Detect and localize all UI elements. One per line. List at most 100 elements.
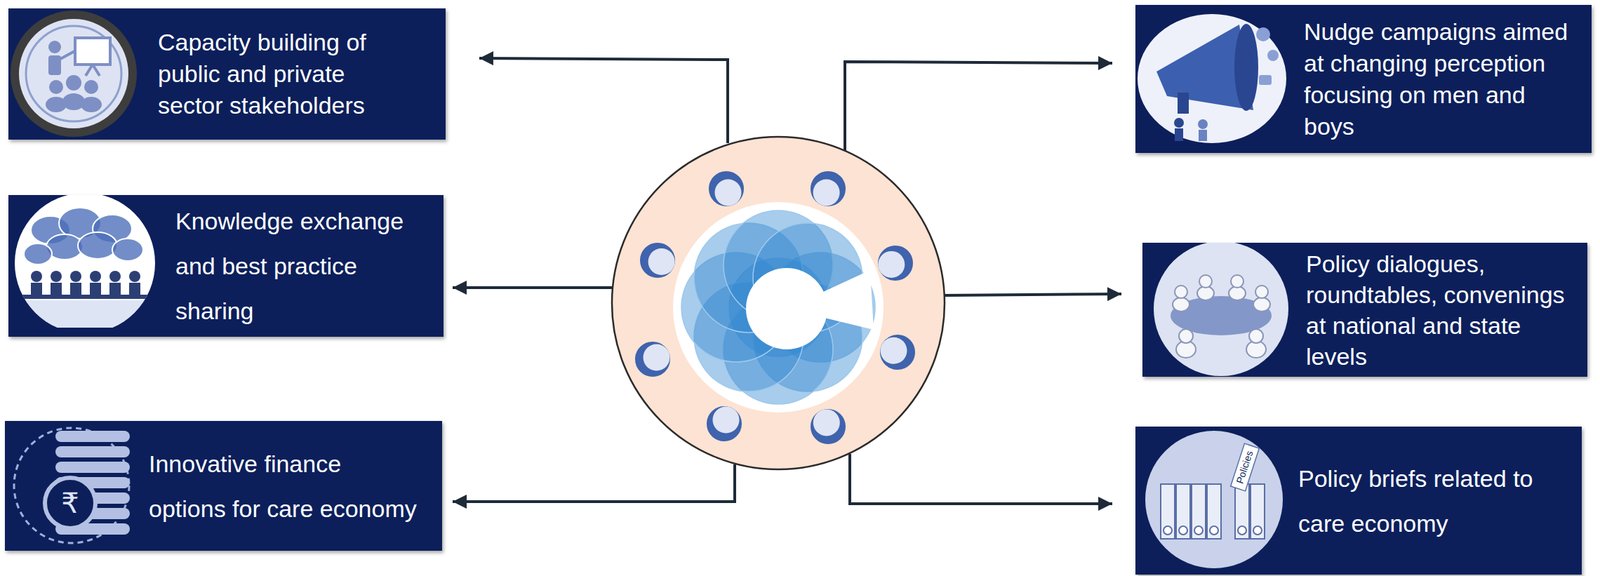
illustration-part (479, 58, 728, 144)
illustration-part (878, 246, 913, 280)
box-text: Capacity building of public and private … (157, 26, 397, 122)
illustration-part (1250, 484, 1265, 539)
illustration-part (452, 286, 612, 290)
illustration-part (1163, 526, 1172, 535)
illustration-part (65, 75, 82, 91)
finance-icon (4, 421, 443, 551)
text-wrap: Innovative finance options for care econ… (148, 441, 423, 532)
illustration-part (70, 282, 82, 295)
illustration-part (643, 344, 671, 372)
illustration-part (944, 294, 1122, 296)
illustration-part (77, 232, 118, 259)
box-text: Policy dialogues, roundtables, convening… (1305, 248, 1572, 372)
text-wrap: Capacity building of public and private … (157, 26, 397, 122)
illustration-part (811, 409, 845, 444)
text-wrap: Policy dialogues, roundtables, convening… (1305, 248, 1572, 372)
illustration-part (715, 179, 742, 207)
text-wrap: Knowledge exchange and best practice sha… (175, 198, 425, 334)
illustration-part (811, 171, 845, 206)
text-box: Policy briefs related to care economy (1135, 426, 1582, 575)
illustration-part (635, 342, 670, 377)
illustration-part (1163, 526, 1262, 535)
illustration-part (1267, 49, 1279, 62)
box-text: Nudge campaigns aimed at changing percep… (1303, 16, 1577, 143)
illustration-part (452, 464, 735, 502)
illustration-part (109, 282, 121, 295)
illustration-part (1194, 526, 1203, 535)
text-wrap: Policy briefs related to care economy (1298, 456, 1568, 546)
illustration-part (1258, 75, 1272, 85)
illustration-part (109, 270, 121, 283)
illustration-part (1198, 129, 1208, 142)
illustration-part (849, 454, 1113, 504)
text-box: Nudge campaigns aimed at changing percep… (1135, 4, 1592, 153)
illustration-part (50, 282, 62, 295)
illustration-part (8, 300, 163, 328)
illustration-part (707, 407, 742, 441)
arrow-lines (452, 58, 1122, 504)
illustration-part (60, 50, 76, 59)
currency-symbol: ₹ (61, 487, 79, 519)
illustration-part (813, 409, 840, 436)
illustration-part (89, 282, 102, 295)
illustration-part (1230, 443, 1260, 492)
illustration-part (8, 195, 163, 328)
illustration-part (30, 270, 43, 283)
illustration-part (30, 282, 43, 295)
outer-ring (611, 136, 945, 470)
illustration-part (80, 96, 102, 113)
illustration-part (129, 282, 141, 295)
illustration-part (75, 37, 111, 65)
illustration-part (709, 171, 744, 206)
illustration-part (1253, 297, 1271, 312)
text-box: Knowledge exchange and best practice sha… (8, 195, 444, 337)
illustration-part (1172, 275, 1271, 358)
illustration-part (23, 243, 52, 265)
text-wrap: Nudge campaigns aimed at changing percep… (1303, 16, 1577, 143)
illustration-part (1174, 285, 1188, 299)
illustration-part (1255, 285, 1269, 299)
illustration-part (55, 461, 130, 473)
text-box: Policy dialogues, roundtables, convening… (1142, 242, 1588, 377)
illustration-part (1191, 484, 1206, 539)
illustration-part (712, 407, 740, 434)
illustration-part (1209, 526, 1219, 535)
illustration-part (49, 80, 64, 95)
illustration-part (44, 477, 96, 529)
illustration-part (50, 270, 62, 283)
flower-logo (681, 210, 876, 405)
illustration-part (640, 243, 675, 278)
illustration-part (1235, 484, 1250, 539)
text-box: Capacity building of public and private … (8, 8, 446, 140)
illustration-part (14, 14, 133, 133)
box-text: Policy briefs related to care economy (1298, 456, 1568, 546)
logo-c-gap (786, 270, 874, 330)
illustration-part (1160, 484, 1175, 539)
illustration-part (1174, 117, 1184, 128)
box-text: Knowledge exchange and best practice sha… (175, 198, 425, 334)
illustration-part (1207, 484, 1222, 539)
people-heads (635, 171, 915, 444)
illustration-part (1234, 23, 1259, 111)
illustration-part (14, 428, 130, 544)
illustration-part (129, 270, 141, 283)
illustration-part (1230, 275, 1244, 288)
box-text: Innovative finance options for care econ… (148, 441, 423, 532)
illustration-part (877, 251, 905, 278)
illustration-part (112, 238, 144, 262)
inner-disc (672, 202, 884, 413)
illustration-part (1237, 526, 1247, 535)
illustration-part (648, 248, 676, 276)
illustration-part (1249, 329, 1264, 344)
illustration-part (1178, 526, 1188, 535)
illustration-part (84, 80, 99, 95)
illustration-part (844, 61, 1113, 151)
illustration-part (1199, 275, 1212, 288)
illustration-part (813, 179, 840, 207)
illustration-part (1172, 297, 1190, 312)
illustration-part (85, 64, 93, 76)
illustration-part (1174, 128, 1184, 142)
policy-folders-icon (1135, 426, 1582, 575)
illustration-part (70, 270, 82, 283)
illustration-part (1176, 484, 1191, 539)
